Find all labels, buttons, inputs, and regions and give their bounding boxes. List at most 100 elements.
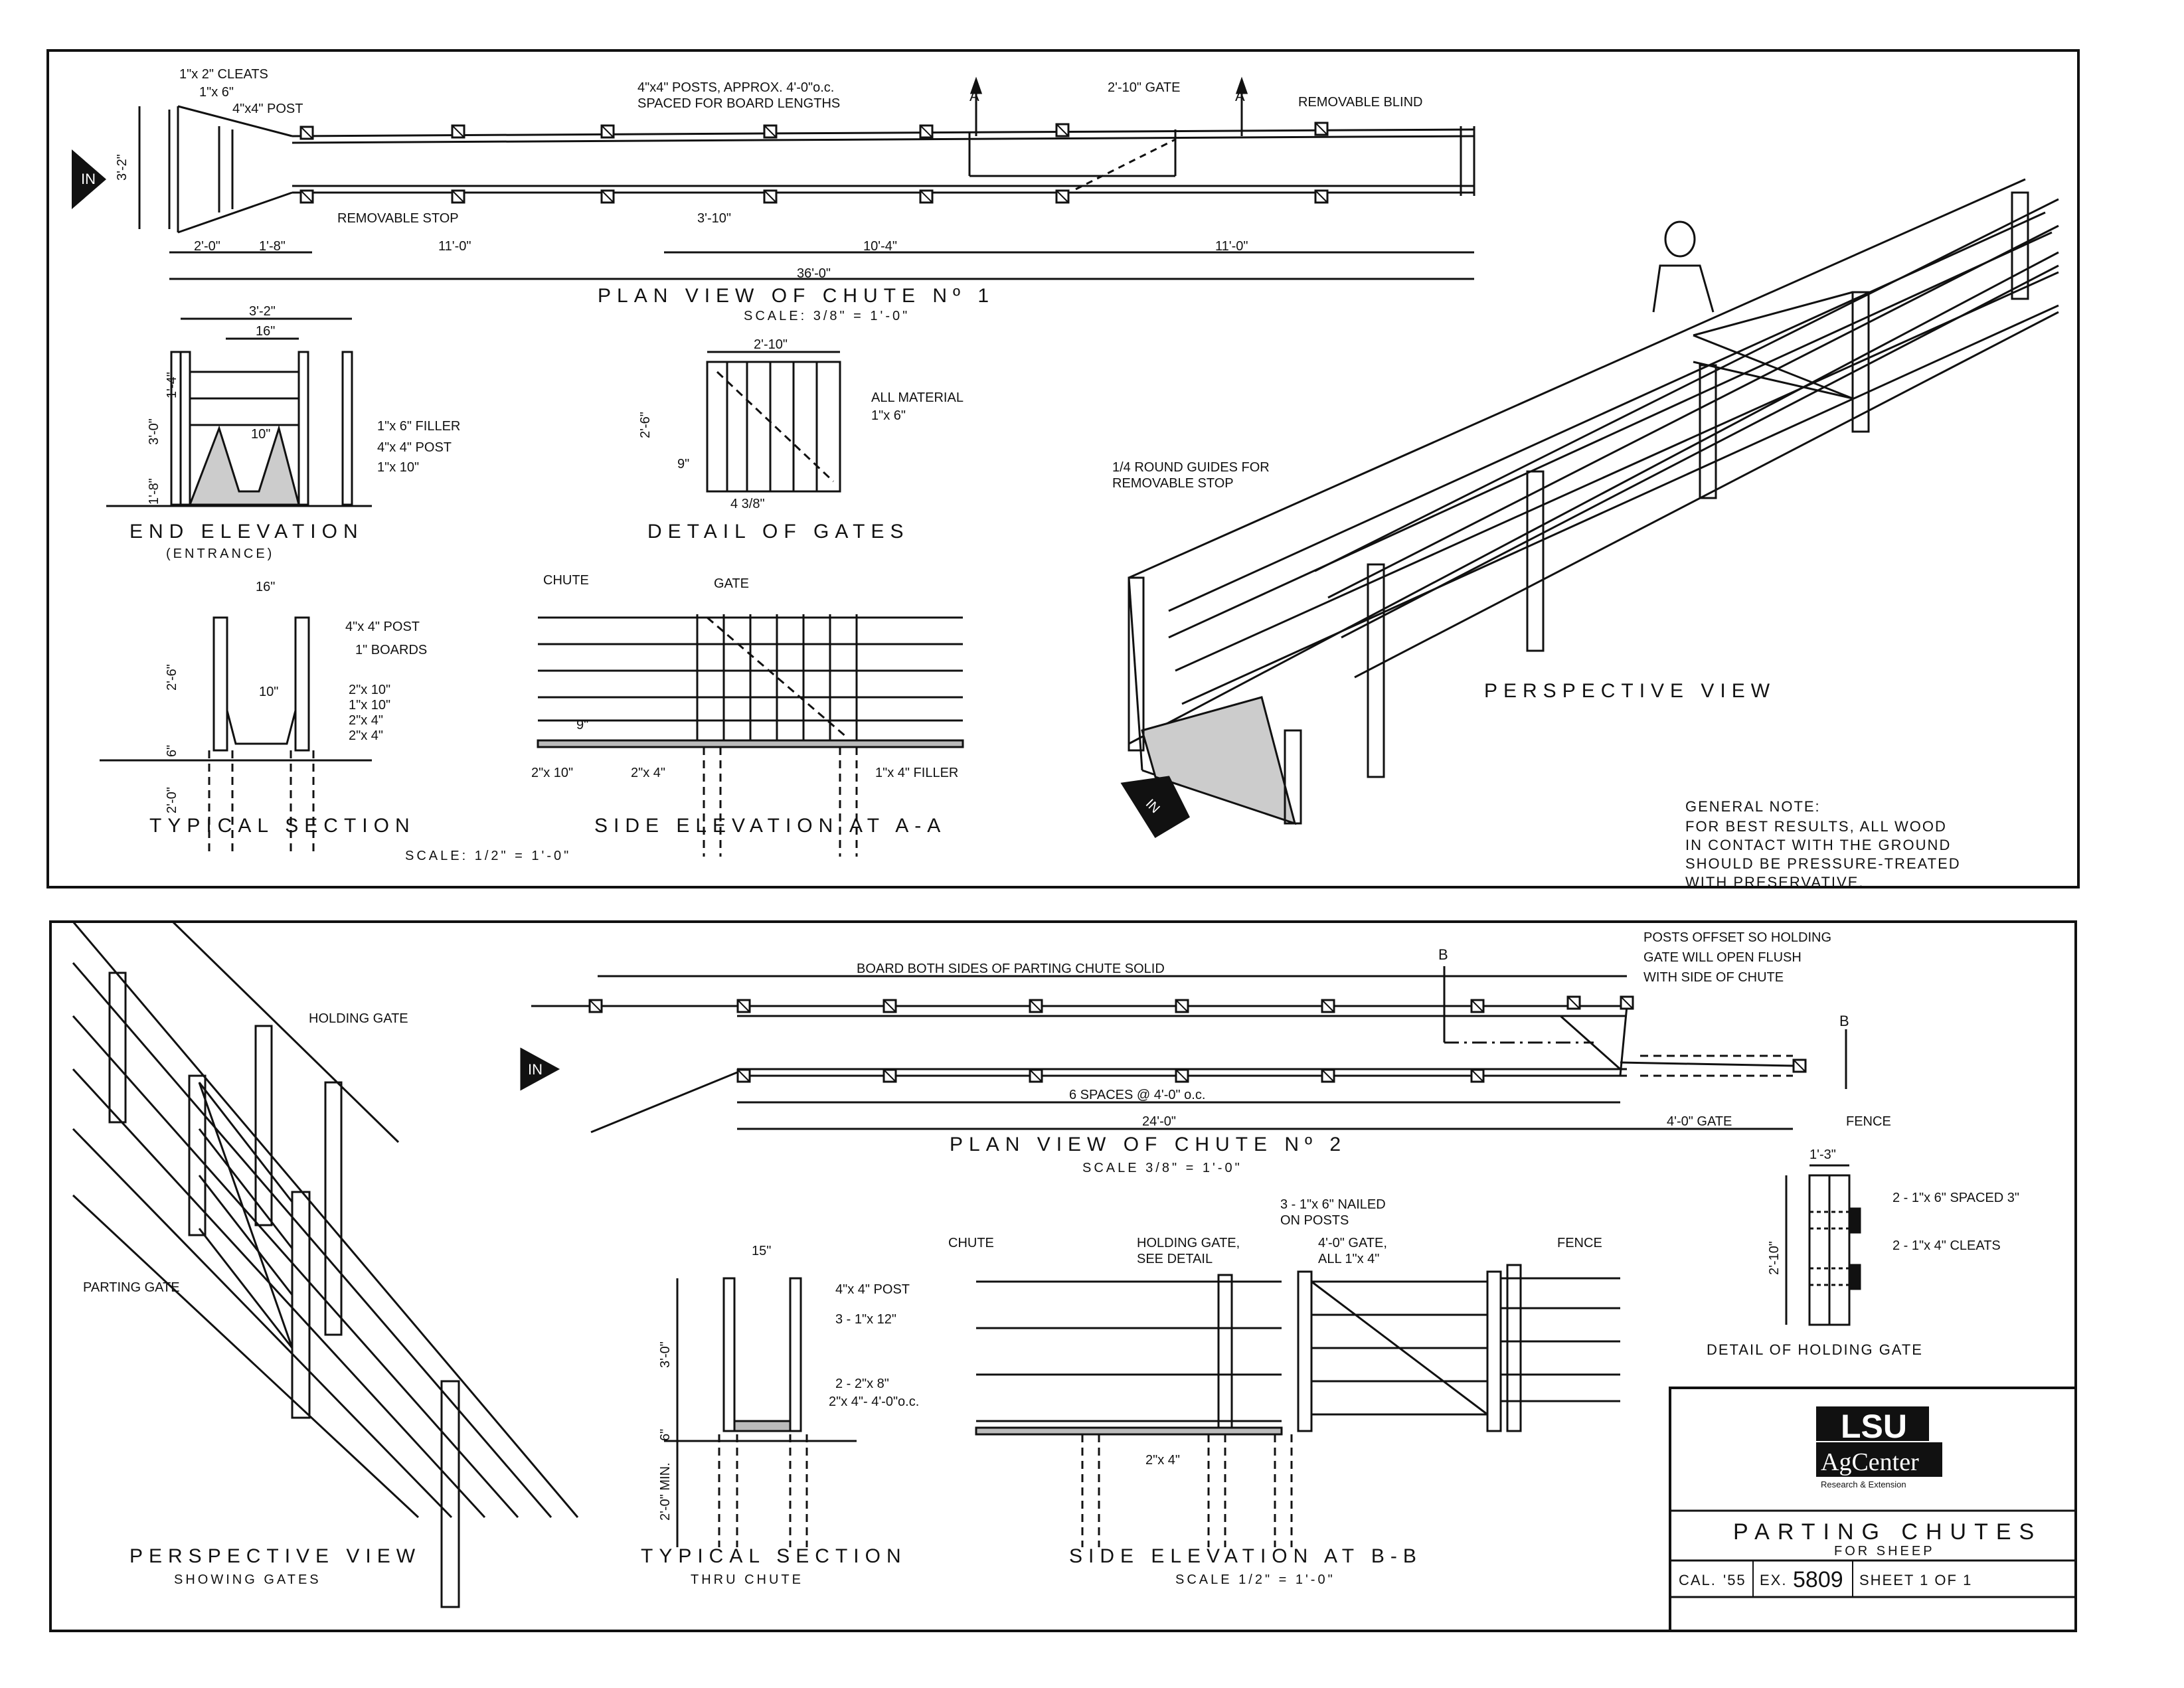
- ts1-dim-2ft: 2'-0": [165, 787, 179, 813]
- plan2-post: [736, 1068, 751, 1083]
- label-posts-note-1: 4"x4" POSTS, APPROX. 4'-0"o.c.: [637, 80, 834, 95]
- gates-detail-drawing: [706, 351, 841, 493]
- typical-section-2-title: TYPICAL SECTION: [641, 1545, 907, 1567]
- plan2-post: [1321, 999, 1335, 1013]
- side-b-label-holding-2: SEE DETAIL: [1137, 1252, 1213, 1266]
- plan2-spaces: 6 SPACES @ 4'-0" o.c.: [1069, 1088, 1205, 1102]
- end-dim-16: 16": [256, 324, 275, 339]
- plan-post: [919, 189, 934, 204]
- section-b-right: B: [1839, 1013, 1851, 1029]
- plan2-post: [882, 1068, 897, 1083]
- perspective-view-1-title: PERSPECTIVE VIEW: [1484, 680, 1776, 702]
- plan-post: [1055, 189, 1070, 204]
- logo-lsu-text: LSU: [1841, 1408, 1907, 1445]
- ts1-label-post: 4"x 4" POST: [345, 620, 420, 634]
- title-block-subtitle: FOR SHEEP: [1834, 1544, 1935, 1559]
- side-b-label-fence: FENCE: [1557, 1236, 1602, 1250]
- ts1-dim-height: 2'-6": [165, 664, 179, 691]
- dim-c: 11'-0": [438, 239, 471, 254]
- plan-2-title: PLAN VIEW OF CHUTE Nº 2: [950, 1134, 1347, 1155]
- label-posts-note-2: SPACED FOR BOARD LENGTHS: [637, 96, 840, 111]
- logo-agcenter-text: AgCenter: [1821, 1448, 1919, 1476]
- side-elevation-a-title: SIDE ELEVATION AT A-A: [594, 815, 946, 837]
- side-b-label-chute: CHUTE: [948, 1236, 994, 1250]
- plan2-gate: 4'-0" GATE: [1667, 1114, 1732, 1129]
- dim-width: 3'-2": [115, 154, 129, 181]
- label-holding-gate: HOLDING GATE: [309, 1011, 408, 1026]
- end-dim-10: 10": [251, 427, 270, 442]
- general-note-line: FOR BEST RESULTS, ALL WOOD: [1685, 818, 1947, 835]
- hg-dim-width: 1'-3": [1809, 1147, 1836, 1162]
- side-a-label-2x10: 2"x 10": [531, 766, 573, 780]
- dim-f: 11'-0": [1215, 239, 1248, 254]
- panel1-scale-note: SCALE: 1/2" = 1'-0": [405, 849, 571, 863]
- typical-section-2-subtitle: THRU CHUTE: [691, 1572, 803, 1587]
- plan-post: [299, 126, 314, 140]
- general-note-line: WITH PRESERVATIVE.: [1685, 874, 1864, 890]
- title-block-frame: [1669, 1387, 2077, 1632]
- plan2-post: [1566, 995, 1581, 1010]
- title-block: LSU AgCenter Research & Extension PARTIN…: [1669, 1387, 2077, 1632]
- plan2-post: [882, 999, 897, 1013]
- side-elevation-a-drawing: [537, 614, 964, 857]
- end-dim-upper: 1'-4": [165, 372, 179, 398]
- plan2-board-note: BOARD BOTH SIDES OF PARTING CHUTE SOLID: [857, 962, 1165, 976]
- plan-post: [299, 189, 314, 204]
- plan2-in-marker: IN: [528, 1061, 543, 1078]
- general-note-line: IN CONTACT WITH THE GROUND: [1685, 837, 1951, 853]
- plan-post: [763, 124, 778, 139]
- label-parting-gate: PARTING GATE: [83, 1280, 180, 1295]
- plan-post: [1314, 122, 1329, 136]
- side-a-label-gate: GATE: [714, 576, 749, 591]
- general-note-heading: GENERAL NOTE:: [1685, 798, 1821, 815]
- plan2-length: 24'-0": [1142, 1114, 1176, 1129]
- ts2-label-post: 4"x 4" POST: [835, 1282, 910, 1297]
- plan2-post: [1029, 1068, 1043, 1083]
- gates-dim-438: 4 3/8": [730, 497, 765, 511]
- end-label-board: 1"x 10": [377, 460, 419, 475]
- ts2-dim-6: 6": [658, 1429, 673, 1441]
- title-block-cal: CAL.: [1679, 1572, 1717, 1588]
- panel-2-border: [49, 920, 2077, 1632]
- ts2-label-boards: 3 - 1"x 12": [835, 1312, 896, 1327]
- label-board: 1"x 6": [199, 85, 234, 100]
- ts1-label-2x10: 2"x 10": [349, 683, 390, 697]
- plan-view-chute-2-drawing: [520, 966, 1847, 1134]
- typical-section-1-drawing: [100, 616, 372, 857]
- ts1-label-boards: 1" BOARDS: [355, 643, 427, 657]
- plan-1-title: PLAN VIEW OF CHUTE Nº 1: [598, 285, 995, 307]
- perspective-view-2-subtitle: SHOWING GATES: [174, 1572, 321, 1587]
- ts1-dim-6: 6": [165, 745, 179, 757]
- plan-post: [451, 189, 465, 204]
- hg-label-boards: 2 - 1"x 6" SPACED 3": [1892, 1191, 2019, 1205]
- end-elevation-title: END ELEVATION: [129, 521, 364, 543]
- plan-post: [763, 189, 778, 204]
- title-block-year: '55: [1723, 1572, 1746, 1588]
- end-elevation-drawing: [106, 317, 372, 507]
- perspective-view-2-title: PERSPECTIVE VIEW: [129, 1545, 421, 1567]
- side-a-label-chute: CHUTE: [543, 573, 589, 588]
- gates-dim-height: 2'-6": [638, 412, 653, 438]
- section-b-left: B: [1438, 946, 1450, 963]
- ts2-label-2x8: 2 - 2"x 8": [835, 1377, 889, 1391]
- plan-post: [1314, 189, 1329, 204]
- side-b-label-gate-2: ALL 1"x 4": [1318, 1252, 1379, 1266]
- section-a-right: A: [1235, 88, 1246, 104]
- plan2-post: [1175, 999, 1189, 1013]
- end-label-post: 4"x 4" POST: [377, 440, 452, 455]
- side-elevation-b-scale: SCALE 1/2" = 1'-0": [1175, 1572, 1335, 1587]
- logo-research-text: Research & Extension: [1821, 1479, 1906, 1489]
- plan2-fence: FENCE: [1846, 1114, 1891, 1129]
- title-block-title: PARTING CHUTES: [1733, 1519, 2042, 1545]
- side-b-label-gate-1: 4'-0" GATE,: [1318, 1236, 1387, 1250]
- title-block-ex: EX.: [1760, 1572, 1787, 1588]
- plan2-post: [588, 999, 603, 1013]
- holding-gate-detail-drawing: [1785, 1164, 1861, 1326]
- end-dim-height: 3'-0": [147, 418, 161, 445]
- plan2-post: [1175, 1068, 1189, 1083]
- end-label-filler: 1"x 6" FILLER: [377, 419, 460, 434]
- dim-d: 3'-10": [697, 211, 731, 226]
- side-b-label-holding-1: HOLDING GATE,: [1137, 1236, 1240, 1250]
- ts2-dim-15: 15": [752, 1244, 771, 1258]
- dim-a: 2'-0": [194, 239, 220, 254]
